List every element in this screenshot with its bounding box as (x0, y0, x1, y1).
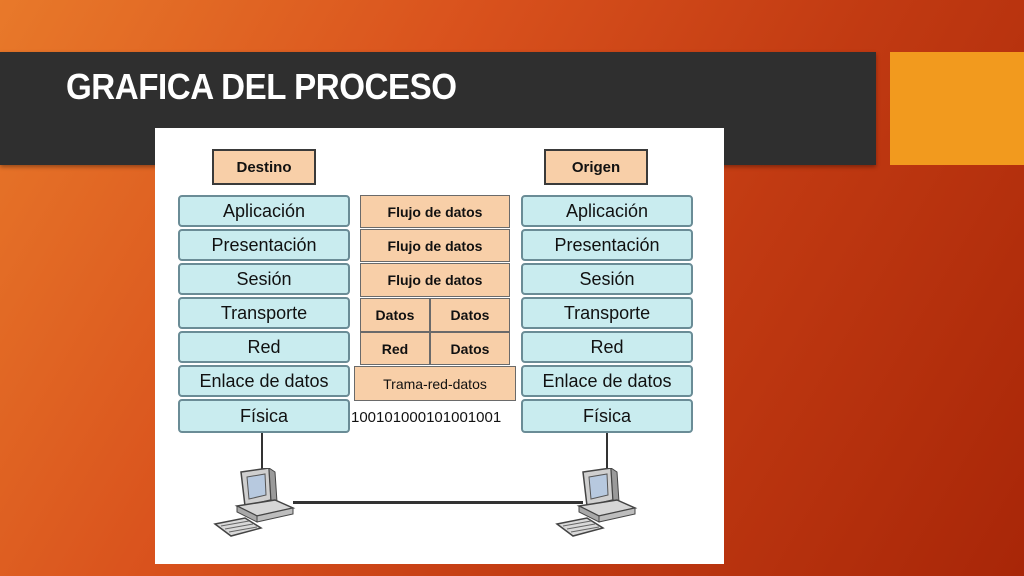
left-layer-transporte: Transporte (178, 297, 350, 329)
right-layer-fisica: Física (521, 399, 693, 433)
network-link (293, 501, 583, 504)
pdu-red: Red (360, 332, 430, 365)
left-layer-fisica: Física (178, 399, 350, 433)
pdu-trama: Trama-red-datos (354, 366, 516, 401)
right-layer-presentacion: Presentación (521, 229, 693, 261)
bit-stream: 100101000101001001 (351, 409, 502, 426)
left-layer-red: Red (178, 331, 350, 363)
computer-icon (555, 468, 638, 537)
right-connector (606, 433, 608, 473)
pdu-datos-right: Datos (430, 298, 510, 332)
accent-square (890, 52, 1024, 165)
left-layer-sesion: Sesión (178, 263, 350, 295)
pdu-datos-red: Datos (430, 332, 510, 365)
right-layer-sesion: Sesión (521, 263, 693, 295)
left-layer-presentacion: Presentación (178, 229, 350, 261)
origen-header: Origen (544, 149, 648, 185)
right-layer-enlace: Enlace de datos (521, 365, 693, 397)
pdu-flujo-1: Flujo de datos (360, 195, 510, 228)
right-layer-red: Red (521, 331, 693, 363)
right-layer-aplicacion: Aplicación (521, 195, 693, 227)
osi-diagram: Destino Origen Aplicación Presentación S… (155, 128, 724, 564)
left-layer-enlace: Enlace de datos (178, 365, 350, 397)
computer-icon (213, 468, 296, 537)
pdu-datos-left: Datos (360, 298, 430, 332)
left-connector (261, 433, 263, 473)
destino-header: Destino (212, 149, 316, 185)
pdu-flujo-3: Flujo de datos (360, 263, 510, 297)
slide-title: GRAFICA DEL PROCESO (66, 66, 457, 107)
right-layer-transporte: Transporte (521, 297, 693, 329)
pdu-flujo-2: Flujo de datos (360, 229, 510, 262)
left-layer-aplicacion: Aplicación (178, 195, 350, 227)
